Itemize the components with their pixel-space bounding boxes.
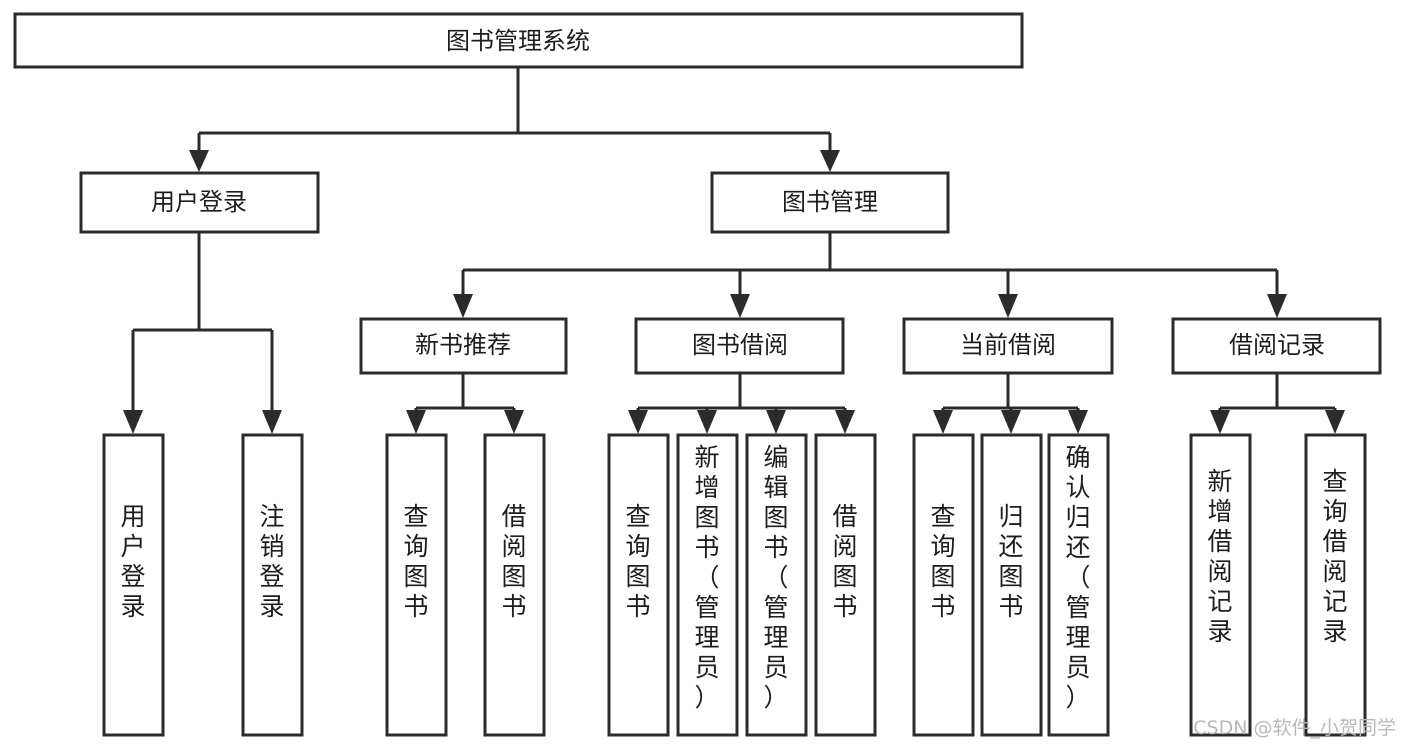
node-borrow-record-label: 借阅记录 xyxy=(1229,331,1325,359)
arrow-head-leaf-user-login xyxy=(123,410,143,434)
node-root-label: 图书管理系统 xyxy=(446,27,590,55)
node-leaf-edit-book[interactable]: 编辑图书（管理员） xyxy=(745,433,808,737)
node-leaf-logout-login[interactable]: 注销登录 xyxy=(241,433,304,737)
node-root[interactable]: 图书管理系统 xyxy=(13,12,1024,69)
node-borrow-record-box[interactable] xyxy=(1171,317,1382,375)
node-leaf-query-book-3[interactable]: 查询图书 xyxy=(912,433,975,737)
node-book-manage-label: 图书管理 xyxy=(782,188,878,216)
node-book-manage-box[interactable] xyxy=(710,171,950,234)
node-leaf-query-book-1[interactable]: 查询图书 xyxy=(385,433,448,737)
node-leaf-add-book-label: 新增图书（管理员） xyxy=(694,443,719,712)
node-leaf-return-book-label: 归还图书 xyxy=(998,502,1023,621)
node-root-box[interactable] xyxy=(13,12,1024,69)
node-borrow-record[interactable]: 借阅记录 xyxy=(1171,317,1382,375)
node-book-borrow[interactable]: 图书借阅 xyxy=(634,317,845,375)
node-leaf-borrow-book-2[interactable]: 借阅图书 xyxy=(814,433,877,737)
node-leaf-edit-book-label: 编辑图书（管理员） xyxy=(763,443,788,712)
node-leaf-borrow-book-1-box[interactable] xyxy=(483,433,546,737)
node-leaf-edit-book-box[interactable] xyxy=(745,433,808,737)
node-leaf-borrow-book-1-label: 借阅图书 xyxy=(501,502,526,621)
arrow-head-leaf-borrow-book-1 xyxy=(504,410,524,434)
arrow-head-leaf-add-record xyxy=(1210,410,1230,434)
node-leaf-return-book[interactable]: 归还图书 xyxy=(980,433,1043,737)
node-new-book-recommend[interactable]: 新书推荐 xyxy=(359,317,568,375)
node-leaf-confirm-return[interactable]: 确认归还（管理员） xyxy=(1047,433,1110,737)
node-leaf-borrow-book-1[interactable]: 借阅图书 xyxy=(483,433,546,737)
arrow-head-leaf-logout-login xyxy=(262,410,282,434)
node-current-borrow[interactable]: 当前借阅 xyxy=(902,317,1114,375)
arrow-head-new-book-recommend xyxy=(453,294,473,318)
watermark-label: CSDN @软件_小贺同学 xyxy=(1193,717,1396,739)
node-leaf-confirm-return-label: 确认归还（管理员） xyxy=(1065,443,1090,712)
node-leaf-query-record-label: 查询借阅记录 xyxy=(1322,467,1347,646)
node-user-login-box[interactable] xyxy=(79,171,320,234)
arrow-head-leaf-query-book-1 xyxy=(406,410,426,434)
arrow-head-leaf-borrow-book-2 xyxy=(835,410,855,434)
node-book-borrow-label: 图书借阅 xyxy=(692,331,788,359)
node-leaf-confirm-return-box[interactable] xyxy=(1047,433,1110,737)
arrow-head-leaf-return-book xyxy=(1001,410,1021,434)
node-leaf-query-book-2-box[interactable] xyxy=(607,433,670,737)
node-leaf-query-book-3-label: 查询图书 xyxy=(930,502,955,621)
node-leaf-query-book-3-box[interactable] xyxy=(912,433,975,737)
node-user-login[interactable]: 用户登录 xyxy=(79,171,320,234)
node-leaf-user-login-box[interactable] xyxy=(102,433,165,737)
node-leaf-add-record[interactable]: 新增借阅记录 xyxy=(1189,433,1252,737)
node-leaf-query-book-2-label: 查询图书 xyxy=(625,502,650,621)
arrow-head-borrow-record xyxy=(1267,294,1287,318)
node-leaf-logout-login-label: 注销登录 xyxy=(259,502,284,621)
arrow-head-book-borrow xyxy=(730,294,750,318)
arrow-head-leaf-query-record xyxy=(1325,410,1345,434)
node-leaf-borrow-book-2-box[interactable] xyxy=(814,433,877,737)
node-leaf-add-record-label: 新增借阅记录 xyxy=(1207,467,1232,646)
node-leaf-return-book-box[interactable] xyxy=(980,433,1043,737)
node-leaf-query-record-box[interactable] xyxy=(1304,433,1367,737)
node-leaf-query-record[interactable]: 查询借阅记录 xyxy=(1304,433,1367,737)
node-current-borrow-label: 当前借阅 xyxy=(960,331,1056,359)
node-leaf-user-login-label: 用户登录 xyxy=(120,502,145,621)
node-leaf-borrow-book-2-label: 借阅图书 xyxy=(832,502,857,621)
node-user-login-label: 用户登录 xyxy=(151,188,247,216)
node-leaf-user-login[interactable]: 用户登录 xyxy=(102,433,165,737)
arrow-head-current-borrow xyxy=(998,294,1018,318)
node-leaf-query-book-1-box[interactable] xyxy=(385,433,448,737)
arrow-head-leaf-add-book xyxy=(697,410,717,434)
arrow-head-leaf-confirm-return xyxy=(1068,410,1088,434)
node-leaf-add-book[interactable]: 新增图书（管理员） xyxy=(676,433,739,737)
node-leaf-add-record-box[interactable] xyxy=(1189,433,1252,737)
node-new-book-recommend-box[interactable] xyxy=(359,317,568,375)
node-leaf-query-book-2[interactable]: 查询图书 xyxy=(607,433,670,737)
node-current-borrow-box[interactable] xyxy=(902,317,1114,375)
arrow-head-leaf-edit-book xyxy=(766,410,786,434)
arrow-head-user-login xyxy=(189,150,209,172)
node-new-book-recommend-label: 新书推荐 xyxy=(415,331,511,359)
node-leaf-query-book-1-label: 查询图书 xyxy=(403,502,428,621)
arrow-head-leaf-query-book-3 xyxy=(933,410,953,434)
node-leaf-add-book-box[interactable] xyxy=(676,433,739,737)
connector-group xyxy=(123,67,1345,434)
arrow-head-book-manage xyxy=(820,150,840,172)
node-leaf-logout-login-box[interactable] xyxy=(241,433,304,737)
node-book-manage[interactable]: 图书管理 xyxy=(710,171,950,234)
node-book-borrow-box[interactable] xyxy=(634,317,845,375)
arrow-head-leaf-query-book-2 xyxy=(628,410,648,434)
